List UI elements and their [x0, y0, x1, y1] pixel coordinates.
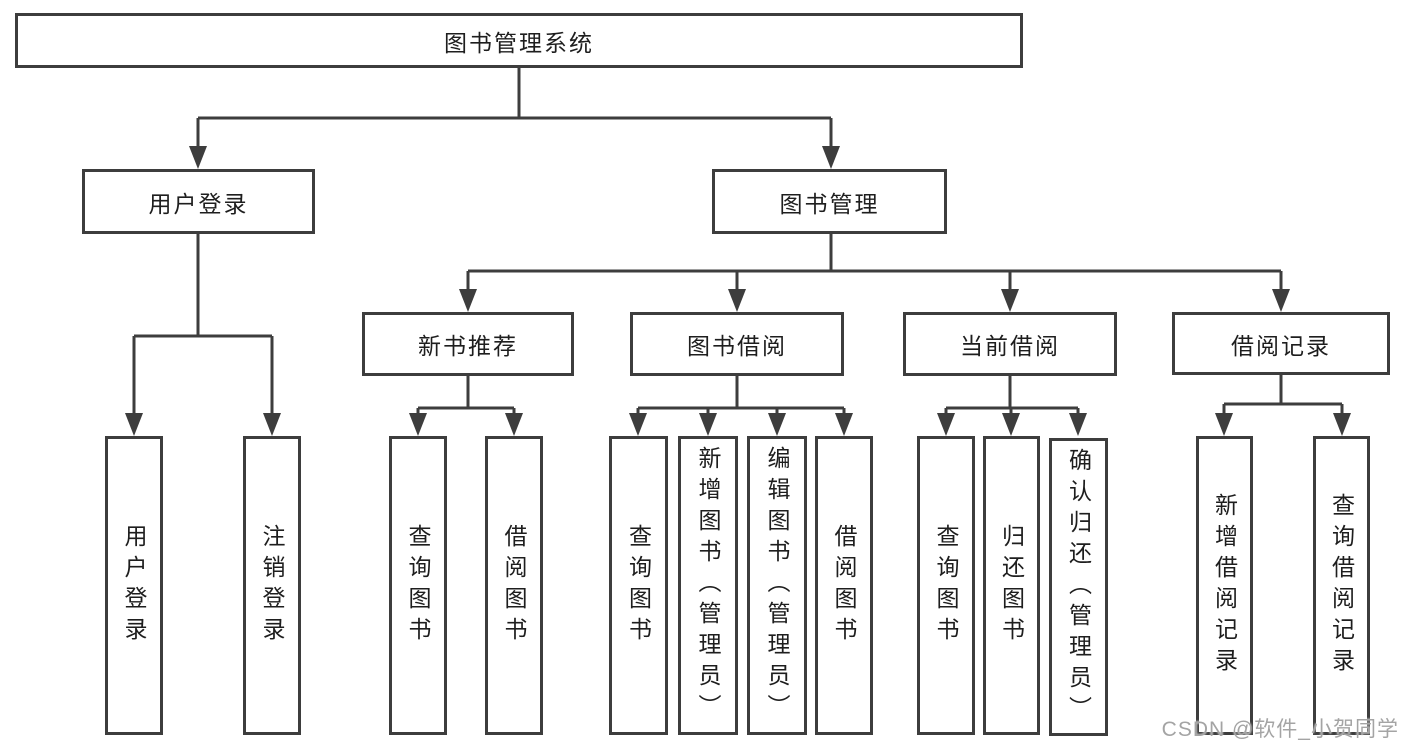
arrowhead-icon [629, 413, 647, 436]
arrowhead-icon [189, 146, 207, 169]
node-logout-op: 注销登录 [243, 436, 301, 735]
node-label: 借阅图书 [831, 523, 857, 648]
node-label: 图书管理系统 [444, 29, 594, 56]
node-label: 新增图书（管理员） [695, 446, 721, 725]
node-borrow-books: 借阅图书 [815, 436, 873, 735]
node-user-login: 用户登录 [82, 169, 315, 234]
arrowhead-icon [459, 289, 477, 312]
arrowhead-icon [1002, 413, 1020, 436]
node-label: 新书推荐 [418, 333, 518, 359]
node-label: 归还图书 [998, 523, 1025, 648]
node-book-management: 图书管理 [712, 169, 947, 234]
node-label: 编辑图书（管理员） [764, 446, 790, 725]
node-edit-books-admin: 编辑图书（管理员） [747, 436, 807, 735]
node-confirm-return-admin: 确认归还（管理员） [1049, 438, 1108, 736]
node-query-books-borrowing: 查询图书 [609, 436, 668, 735]
arrowhead-icon [937, 413, 955, 436]
node-label: 借阅图书 [501, 523, 527, 648]
node-query-borrow-record: 查询借阅记录 [1313, 436, 1370, 735]
node-label: 借阅记录 [1231, 332, 1331, 359]
arrowhead-icon [505, 413, 523, 436]
node-label: 确认归还（管理员） [1065, 447, 1092, 727]
node-new-book-recommend: 新书推荐 [362, 312, 574, 376]
node-return-books: 归还图书 [983, 436, 1040, 735]
node-label: 图书借阅 [687, 333, 787, 359]
node-current-borrowing: 当前借阅 [903, 312, 1117, 376]
node-borrowing-records: 借阅记录 [1172, 312, 1390, 375]
node-query-books-recommend: 查询图书 [389, 436, 447, 735]
arrowhead-icon [1333, 413, 1351, 436]
watermark: CSDN @软件_小贺同学 [1161, 718, 1399, 741]
node-label: 新增借阅记录 [1211, 492, 1238, 679]
node-label: 当前借阅 [960, 333, 1060, 359]
arrowhead-icon [1001, 289, 1019, 312]
arrowhead-icon [835, 413, 853, 436]
node-label: 查询图书 [405, 523, 431, 648]
node-label: 图书管理 [779, 190, 880, 217]
node-label: 查询图书 [625, 523, 652, 648]
arrowhead-icon [263, 413, 281, 436]
node-label: 注销登录 [259, 523, 285, 648]
arrowhead-icon [1272, 289, 1290, 312]
arrowhead-icon [409, 413, 427, 436]
node-borrow-books-recommend: 借阅图书 [485, 436, 543, 735]
node-label: 用户登录 [121, 523, 147, 648]
arrowhead-icon [768, 413, 786, 436]
node-library-system: 图书管理系统 [15, 13, 1023, 68]
arrowhead-icon [1069, 413, 1087, 436]
node-query-books-current: 查询图书 [917, 436, 975, 735]
node-add-books-admin: 新增图书（管理员） [678, 436, 738, 735]
node-user-login-op: 用户登录 [105, 436, 163, 735]
node-label: 查询借阅记录 [1328, 492, 1355, 679]
node-book-borrowing: 图书借阅 [630, 312, 844, 376]
arrowhead-icon [1215, 413, 1233, 436]
node-label: 查询图书 [933, 523, 959, 648]
arrowhead-icon [125, 413, 143, 436]
node-add-borrow-record: 新增借阅记录 [1196, 436, 1253, 735]
arrowhead-icon [699, 413, 717, 436]
node-label: 用户登录 [148, 190, 249, 217]
arrowhead-icon [728, 289, 746, 312]
arrowhead-icon [822, 146, 840, 169]
